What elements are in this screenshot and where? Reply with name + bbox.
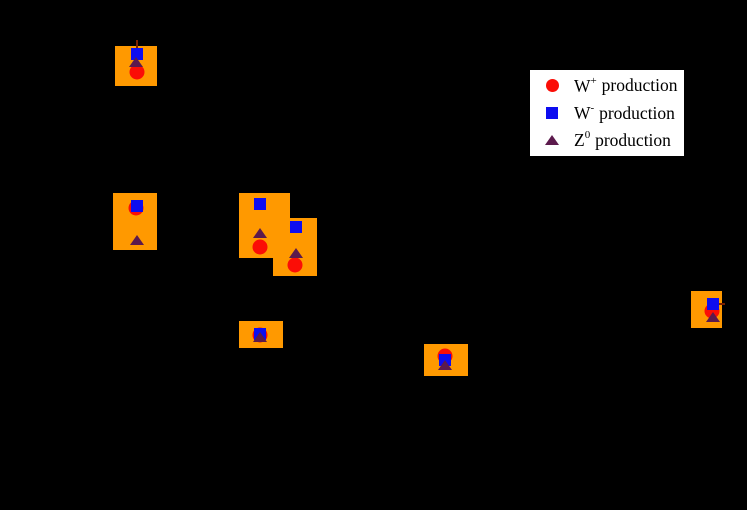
legend-marker-cell	[530, 106, 574, 119]
legend-item-w_minus: W-production	[530, 99, 684, 126]
wplus-legend-icon	[545, 79, 559, 93]
wplus-marker	[129, 64, 144, 80]
wplus-marker	[287, 257, 303, 272]
wplus-marker	[252, 239, 267, 255]
z0-marker	[706, 312, 720, 322]
wminus-marker	[290, 221, 302, 233]
wminus-legend-icon	[546, 106, 558, 119]
legend-marker-cell	[530, 79, 574, 93]
wminus-marker	[131, 199, 143, 212]
z0-marker	[438, 359, 452, 370]
legend-label: W+production	[574, 74, 678, 96]
z0-marker	[289, 247, 303, 258]
z0-legend-icon	[545, 135, 559, 146]
legend-label: W-production	[574, 101, 675, 123]
error-bar	[135, 40, 138, 55]
legend-marker-cell	[530, 135, 574, 146]
z0-marker	[129, 56, 143, 67]
z0-marker	[253, 331, 267, 342]
wminus-marker	[707, 298, 719, 310]
z0-marker	[129, 234, 144, 245]
wminus-marker	[254, 198, 266, 210]
legend-item-w_plus: W+production	[530, 72, 684, 99]
z0-marker	[253, 228, 267, 238]
